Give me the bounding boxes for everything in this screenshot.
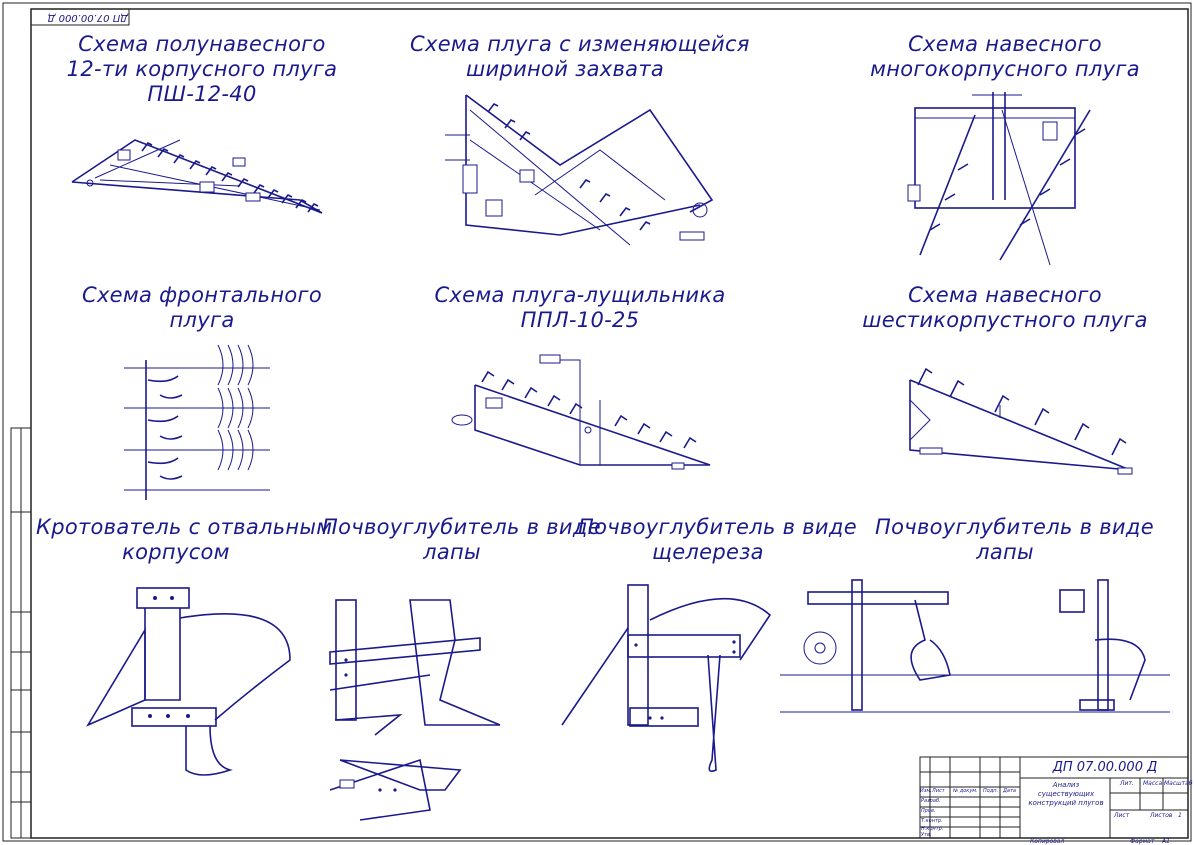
scale-label: Масштаб	[1164, 780, 1193, 787]
corner-stamp-box	[30, 8, 130, 26]
caption-line: Схема полунавесного	[78, 32, 326, 56]
row-label-0: Разраб.	[921, 798, 941, 804]
col-label-date: Дата	[1003, 788, 1016, 794]
col-label-izm: Изм.	[920, 788, 932, 794]
sheets-count: 1	[1178, 812, 1182, 819]
caption-line: ППЛ-10-25	[520, 308, 640, 332]
drawing-mounted-multibody	[907, 92, 1091, 266]
drawing-slit-subsoiler	[561, 584, 772, 773]
sheet-label: Лист	[1114, 812, 1130, 819]
caption-line: Схема навесного	[908, 283, 1102, 307]
caption-line: Схема фронтального	[81, 283, 323, 307]
caption-line: корпусом	[122, 540, 230, 564]
caption-line: лапы	[976, 540, 1034, 564]
drawing-six-body-mounted	[909, 367, 1133, 475]
sheets-label: Листов	[1150, 812, 1173, 819]
title-doc-title: Анализ существующих конструкций плугов	[1028, 781, 1104, 807]
caption-line: плуга	[169, 308, 235, 332]
title-block	[919, 756, 1189, 839]
drawing-psh-12-40	[71, 139, 323, 214]
caption-line: Схема плуга с изменяющейся	[410, 32, 750, 56]
caption-line: шестикорпустного плуга	[862, 308, 1148, 332]
corner-code: ДП 07.00.000 Д	[47, 12, 128, 23]
caption-line: ПШ-12-40	[147, 82, 257, 106]
drawing-subsoiler-paw	[329, 599, 501, 821]
col-label-list: Лист	[932, 788, 945, 794]
row-label-4: Утв.	[921, 832, 932, 838]
caption-subsoiler-paw: Почвоуглубитель в виде лапы	[322, 515, 601, 565]
caption-ppl-10-25: Схема плуга-лущильника ППЛ-10-25	[430, 283, 730, 333]
caption-line: лапы	[423, 540, 481, 564]
caption-mounted-multibody: Схема навесного многокорпусного плуга	[860, 32, 1150, 82]
caption-line: щелереза	[652, 540, 764, 564]
caption-six-body-mounted: Схема навесного шестикорпустного плуга	[860, 283, 1150, 333]
drawing-front-plough	[124, 344, 270, 500]
caption-line: Схема навесного	[908, 32, 1102, 56]
lit-label: Лит.	[1120, 780, 1134, 787]
col-label-sign: Подп.	[983, 788, 999, 794]
caption-line: Схема плуга-лущильника	[434, 283, 726, 307]
caption-variable-width-plough: Схема плуга с изменяющейся шириной захва…	[410, 32, 750, 82]
format-value: А1	[1162, 838, 1170, 845]
mass-label: Масса	[1143, 780, 1163, 787]
caption-line: Почвоуглубитель в виде	[875, 515, 1154, 539]
caption-front-plough: Схема фронтального плуга	[72, 283, 332, 333]
caption-line: Почвоуглубитель в виде	[578, 515, 857, 539]
caption-line: 12-ти корпусного плуга	[66, 57, 338, 81]
left-margin-strip	[10, 427, 32, 839]
drawing-variable-width-plough	[445, 94, 714, 246]
caption-psh-12-40: Схема полунавесного 12-ти корпусного плу…	[62, 32, 342, 107]
format-label: Формат	[1130, 838, 1155, 845]
title-designation: ДП 07.00.000 Д	[1052, 760, 1158, 775]
caption-line: Почвоуглубитель в виде	[322, 515, 601, 539]
drawing-ppl-10-25	[451, 354, 711, 470]
row-label-2: Т.контр.	[921, 818, 943, 824]
row-label-1: Пров.	[921, 808, 936, 814]
caption-line: шириной захвата	[465, 57, 665, 81]
copied-label: Копировал	[1030, 838, 1065, 845]
caption-line: Кротователь с отвальным	[36, 515, 333, 539]
inner-frame	[30, 8, 1189, 839]
caption-mole-mouldboard: Кротователь с отвальным корпусом	[36, 515, 333, 565]
drawing-mole-mouldboard	[86, 587, 291, 776]
row-label-3: Н.контр.	[921, 826, 944, 832]
col-label-doc: № докум.	[953, 788, 978, 794]
caption-subsoiler-two-views: Почвоуглубитель в виде лапы	[875, 515, 1154, 565]
caption-slit-subsoiler: Почвоуглубитель в виде щелереза	[578, 515, 857, 565]
drawing-subsoiler-two-views	[780, 579, 1170, 713]
caption-line: многокорпусного плуга	[870, 57, 1140, 81]
